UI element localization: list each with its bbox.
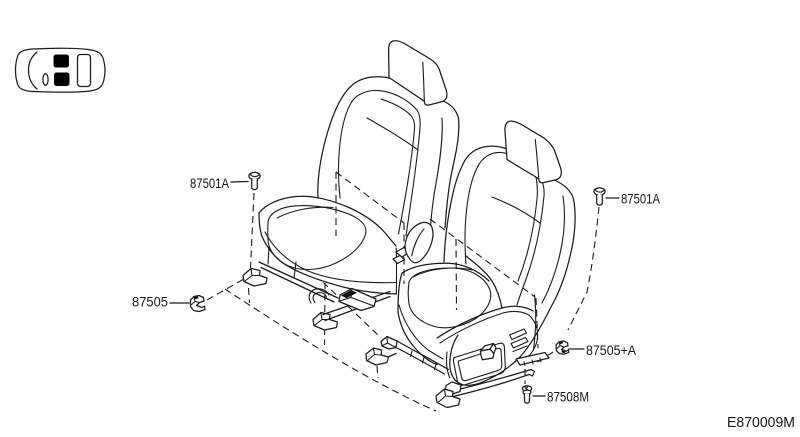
svg-text:87501A: 87501A bbox=[190, 175, 230, 191]
svg-text:87501A: 87501A bbox=[621, 191, 661, 207]
svg-text:E870009M: E870009M bbox=[727, 415, 795, 431]
svg-text:87508M: 87508M bbox=[547, 389, 589, 405]
svg-text:87505+A: 87505+A bbox=[586, 342, 637, 358]
svg-text:87505: 87505 bbox=[132, 294, 168, 310]
